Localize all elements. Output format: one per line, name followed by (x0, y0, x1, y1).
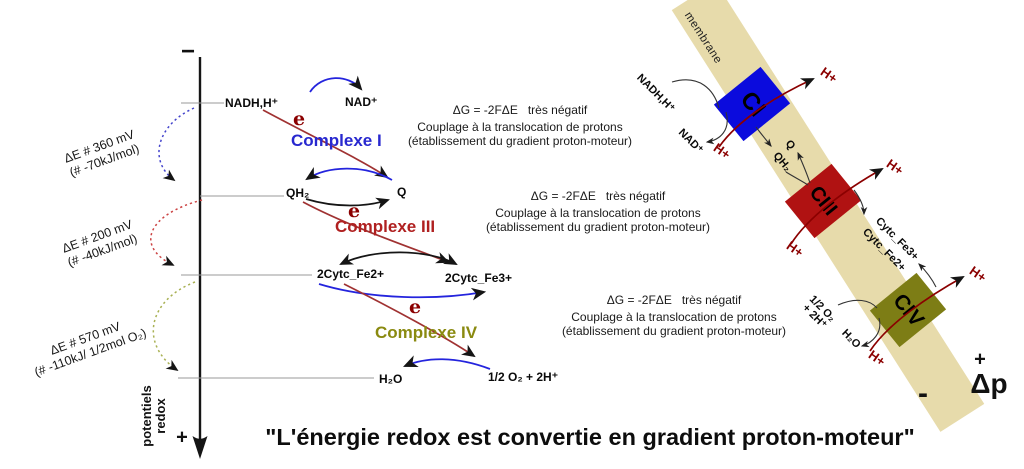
delta-e-arc-3 (152, 281, 196, 372)
complex4-label: Complexe IV (375, 323, 478, 342)
delta-e-label-3: ΔE # 570 mV (# -110kJ/ 1/2mol O₂) (27, 312, 149, 381)
cytc-fe3-label: 2Cytc_Fe3+ (445, 271, 513, 285)
axis-title: potentiels redox (139, 385, 168, 447)
dg-3-line2: Couplage à la translocation de protons (571, 309, 777, 324)
complex3-label: Complexe III (335, 217, 436, 236)
arrow-cytc-double (339, 251, 458, 265)
axis-title-line2: redox (153, 398, 168, 434)
caption: "L'énergie redox est convertie en gradie… (265, 424, 915, 450)
proton-civ-in: H+ (865, 346, 889, 370)
proton-ci-out: H+ (817, 63, 841, 87)
axis-title-line1: potentiels (139, 385, 154, 447)
electron-3: e (409, 296, 422, 318)
delta-e-arc-1 (158, 107, 195, 182)
arrow-q-to-qh2 (305, 167, 393, 181)
qh2-label: QH₂ (286, 186, 310, 200)
dg-block-3: ΔG = -2FΔE très négatif Couplage à la tr… (562, 293, 786, 339)
dg-3-line3: (établissement du gradient proton-moteur… (561, 324, 787, 338)
electron-line-complex4 (343, 283, 476, 358)
gradient-minus-sign: - (918, 377, 928, 410)
dg-2-line1: ΔG = -2FΔE très négatif (530, 189, 666, 203)
proton-ci-in: H+ (710, 139, 734, 163)
arrow-nadh-to-ci (671, 79, 720, 109)
arrow-cytc-blue (318, 283, 487, 301)
dg-2-line3: (établissement du gradient proton-moteur… (485, 220, 711, 234)
axis-plus-sign: + (176, 426, 188, 449)
q-label: Q (397, 185, 407, 199)
delta-e-label-2: ΔE # 200 mV (# -40kJ/mol) (60, 217, 139, 270)
dg-2-line2: Couplage à la translocation de protons (495, 205, 701, 220)
axis-minus-sign: − (180, 38, 196, 65)
dg-1-line3: (établissement du gradient proton-moteur… (407, 134, 633, 148)
redox-axis (178, 57, 374, 459)
o2-label: 1/2 O₂ + 2H⁺ (488, 370, 559, 384)
dg-block-2: ΔG = -2FΔE très négatif Couplage à la tr… (486, 189, 710, 235)
delta-e-label-1: ΔE # 360 mV (# -70kJ/mol) (62, 127, 141, 180)
arrow-nadh-to-nad (309, 75, 363, 93)
dg-block-1: ΔG = -2FΔE très négatif Couplage à la tr… (408, 103, 632, 149)
membrane-nadh-label: NADH,H⁺ (634, 71, 678, 115)
nadh-label: NADH,H⁺ (225, 96, 278, 110)
proton-ciii-out: H+ (883, 155, 907, 179)
proton-ciii-in: H+ (783, 237, 807, 261)
complex1-label: Complexe I (291, 131, 382, 150)
delta-e-arc-2 (150, 199, 203, 266)
gradient-plus-sign: + (974, 348, 986, 371)
complex-box-ci-label: CI (734, 85, 771, 122)
cytc-fe2-label: 2Cytc_Fe2+ (317, 267, 385, 281)
membrane-o2-label: 1/2 O₂ + 2H⁺ (799, 293, 838, 332)
dg-3-line1: ΔG = -2FΔE très négatif (606, 293, 742, 307)
complex-box-civ-label: CIV (888, 288, 929, 331)
membrane-h2o-label: H₂O (839, 327, 863, 351)
h2o-label: H₂O (379, 372, 403, 386)
arrow-o2-to-h2o (403, 355, 491, 370)
complex-box-ciii-label: CIII (805, 181, 842, 220)
proton-civ-out: H+ (966, 262, 990, 286)
nad-label: NAD⁺ (345, 95, 378, 109)
electron-1: e (293, 108, 306, 130)
gradient-delta-p: Δp (970, 368, 1008, 399)
arrow-qh2-to-q (305, 197, 390, 210)
dg-1-line2: Couplage à la translocation de protons (417, 119, 623, 134)
membrane-nad-label: NAD⁺ (675, 126, 706, 157)
dg-1-line1: ΔG = -2FΔE très négatif (452, 103, 588, 117)
delta-e-dotted-arcs (150, 107, 203, 372)
